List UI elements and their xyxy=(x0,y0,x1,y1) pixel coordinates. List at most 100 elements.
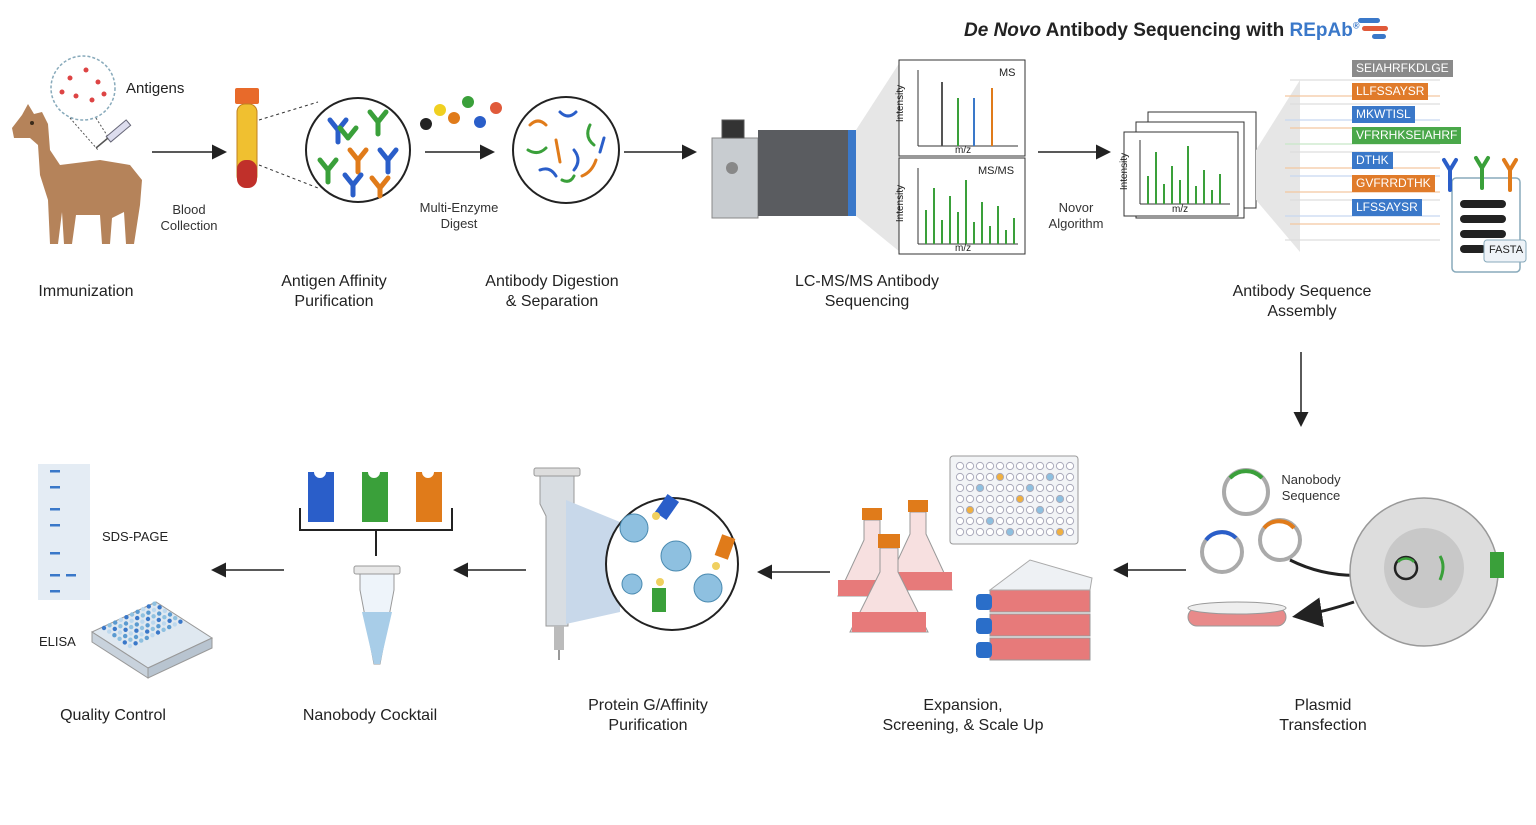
well xyxy=(995,461,1005,471)
well xyxy=(1025,472,1035,482)
elisa-well xyxy=(127,643,133,649)
well xyxy=(1005,494,1015,504)
well xyxy=(1065,494,1075,504)
stage-label-nanobody-cocktail: Nanobody Cocktail xyxy=(302,707,438,724)
elisa-well xyxy=(117,636,122,641)
elisa-well xyxy=(167,624,172,630)
elisa-well xyxy=(141,606,146,612)
well xyxy=(955,472,965,482)
well xyxy=(1035,505,1045,515)
elisa-well xyxy=(152,601,157,606)
elisa-well xyxy=(162,615,167,620)
elisa-well xyxy=(129,612,135,617)
well xyxy=(1005,461,1015,471)
well xyxy=(1005,527,1015,537)
elisa-well xyxy=(123,627,128,632)
elisa-well xyxy=(151,607,157,613)
elisa-well xyxy=(118,617,124,623)
elisa-well xyxy=(135,609,140,614)
well xyxy=(1005,472,1015,482)
zoom-line-bottom xyxy=(258,164,319,189)
novor-algorithm-label: Novor Algorithm xyxy=(1036,200,1116,232)
well xyxy=(1035,472,1045,482)
well xyxy=(1065,516,1075,526)
elisa-well xyxy=(157,611,162,616)
msms-y-axis-label: Intensity xyxy=(895,184,907,223)
elisa-well xyxy=(139,625,145,631)
title-brand-mark: ® xyxy=(1352,20,1360,31)
elisa-well xyxy=(133,641,138,646)
elisa-well xyxy=(133,634,139,640)
well xyxy=(1055,483,1065,493)
fasta-document-icon xyxy=(1451,177,1527,273)
zoom-wedge-assembly xyxy=(1256,80,1300,252)
well xyxy=(975,494,985,504)
elisa-plate-icon xyxy=(90,601,214,679)
arrow-to-dish xyxy=(1292,597,1355,628)
well xyxy=(965,516,975,526)
well xyxy=(1045,505,1055,515)
well xyxy=(1065,483,1075,493)
antibody-mixture-icon xyxy=(305,97,411,203)
repab-logo-icon xyxy=(1358,18,1388,39)
well xyxy=(1005,505,1015,515)
well xyxy=(1025,527,1035,537)
stage-label-line: Plasmid xyxy=(1294,697,1352,714)
elisa-well xyxy=(107,623,112,628)
stage-label-assembly: Antibody Sequence Assembly xyxy=(1212,282,1392,322)
stage-label-expansion: Expansion, Screening, & Scale Up xyxy=(862,696,1064,736)
multi-enzyme-digest-label: Multi-Enzyme Digest xyxy=(410,200,508,232)
elisa-well xyxy=(156,624,161,629)
annotation-line: Collection xyxy=(160,218,218,233)
elisa-well xyxy=(162,608,167,614)
elisa-well xyxy=(150,633,155,638)
well xyxy=(1015,494,1025,504)
elisa-well xyxy=(122,640,128,645)
well xyxy=(1055,505,1065,515)
well xyxy=(1025,505,1035,515)
stage-label-protein-g: Protein G/Affinity Purification xyxy=(562,696,734,736)
well xyxy=(1045,461,1055,471)
stage-label-line: & Separation xyxy=(505,293,599,310)
msms-spectrum-panel xyxy=(898,157,1026,255)
stage-label-line: Antibody Digestion xyxy=(485,273,619,290)
elisa-well xyxy=(118,624,123,629)
elisa-well xyxy=(172,622,177,627)
well xyxy=(975,461,985,471)
well xyxy=(1055,516,1065,526)
sequence-tag: MKWTISL xyxy=(1352,106,1415,123)
well xyxy=(995,472,1005,482)
title-main: Antibody Sequencing with xyxy=(1045,20,1285,41)
elisa-well xyxy=(145,616,151,622)
well xyxy=(1055,494,1065,504)
annotation-line: Blood xyxy=(172,202,206,217)
sequence-tag: GVFRRDTHK xyxy=(1352,175,1435,192)
well xyxy=(965,483,975,493)
stage-label-quality-control: Quality Control xyxy=(60,707,166,724)
well xyxy=(965,527,975,537)
elisa-well xyxy=(134,622,139,627)
well xyxy=(1015,461,1025,471)
antigen-bubble-icon xyxy=(50,55,116,151)
fasta-label: FASTA xyxy=(1489,244,1524,256)
erlenmeyer-flasks-icon xyxy=(837,500,953,633)
elisa-label: ELISA xyxy=(39,634,76,649)
stage-label-line: Expansion, xyxy=(923,697,1003,714)
assembly-y-axis-label: Intensity xyxy=(1119,152,1131,191)
well xyxy=(985,472,995,482)
annotation-line: Nanobody xyxy=(1281,472,1341,487)
well xyxy=(1055,527,1065,537)
stage-label-digestion: Antibody Digestion & Separation xyxy=(468,272,636,312)
well xyxy=(1025,516,1035,526)
well xyxy=(995,483,1005,493)
well xyxy=(985,494,995,504)
elisa-well xyxy=(178,619,183,624)
elisa-well xyxy=(151,614,156,619)
stage-label-line: Assembly xyxy=(1267,303,1337,320)
well xyxy=(975,527,985,537)
msms-label: MS/MS xyxy=(978,165,1015,177)
well xyxy=(965,461,975,471)
elisa-well xyxy=(112,633,117,638)
title-italic: De Novo xyxy=(964,20,1042,41)
ms-spectrum-panel xyxy=(898,59,1026,157)
